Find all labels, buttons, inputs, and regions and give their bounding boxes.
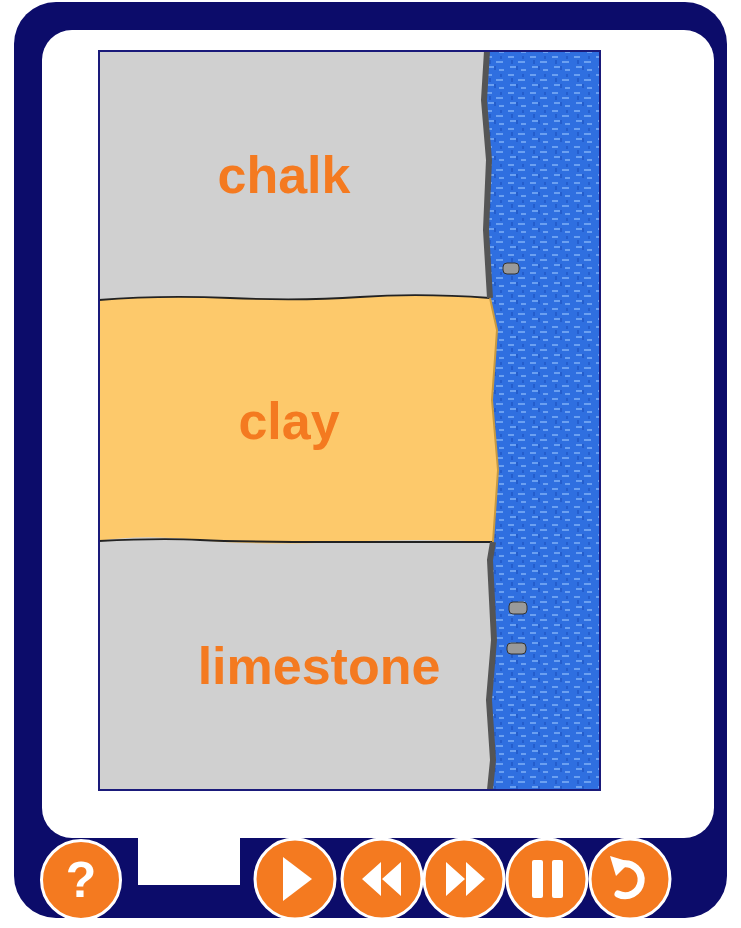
- band-boundary: [99, 295, 490, 300]
- reset-icon: [610, 856, 630, 876]
- boulder: [509, 602, 527, 614]
- cliff-face: [484, 51, 490, 298]
- progress-box: [138, 836, 240, 885]
- cliff-face: [489, 542, 494, 790]
- help-button: ?: [40, 839, 122, 921]
- pause-icon: [552, 860, 563, 898]
- boulder: [503, 263, 519, 274]
- rewind-icon: [362, 862, 401, 896]
- forward-button: [424, 839, 504, 919]
- pause-icon: [532, 860, 543, 898]
- forward-icon: [446, 862, 485, 896]
- pause-button: [507, 839, 587, 919]
- rock-label: limestone: [198, 640, 441, 692]
- rock-ground: [99, 51, 497, 790]
- help-symbol: ?: [66, 855, 97, 905]
- rock-label: clay: [238, 395, 339, 447]
- boulder: [507, 643, 526, 654]
- rock-label: chalk: [218, 149, 351, 201]
- clay-band: [99, 295, 498, 543]
- rock-band: limestone: [99, 542, 491, 790]
- panel-border: [99, 51, 600, 790]
- band-boundary: [99, 539, 493, 542]
- rewind-button: [342, 839, 422, 919]
- frame: [14, 2, 727, 918]
- rock-band: clay: [99, 300, 491, 541]
- screen: [42, 30, 714, 838]
- clay-face: [490, 298, 498, 542]
- play-button: [255, 839, 335, 919]
- control-buttons: [255, 839, 670, 919]
- play-icon: [283, 857, 312, 901]
- reset-button: [590, 839, 670, 919]
- sea: [484, 51, 600, 790]
- rock-band: chalk: [99, 51, 487, 298]
